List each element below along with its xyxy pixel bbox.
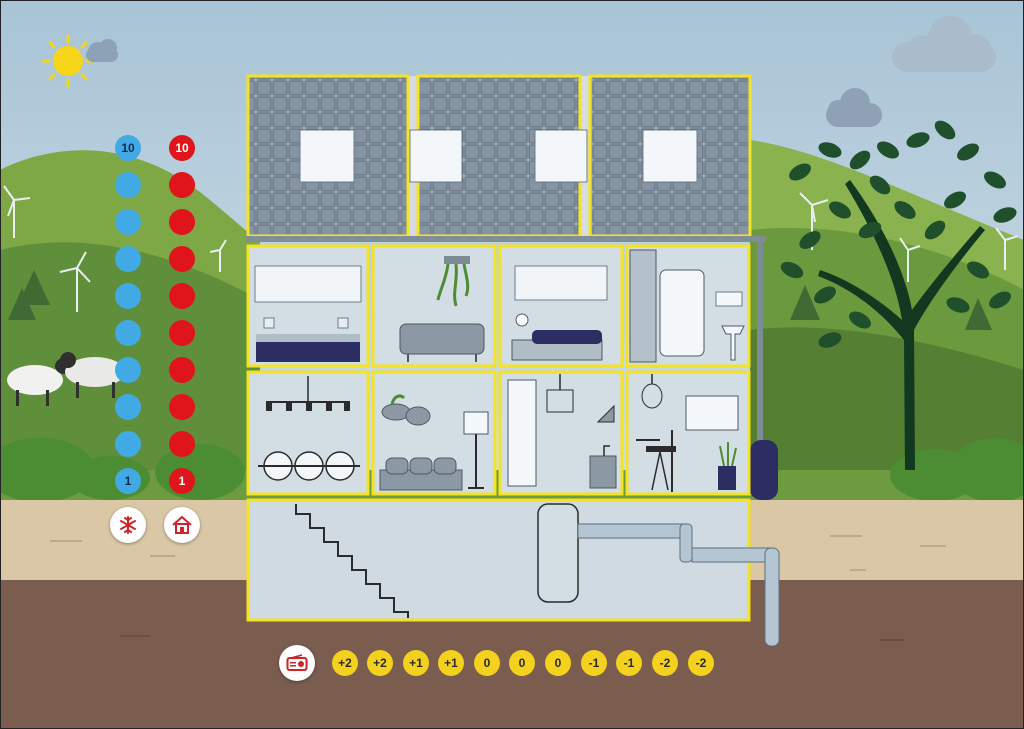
room-study[interactable] bbox=[625, 370, 751, 496]
cloud-icon bbox=[826, 88, 882, 127]
snowflake-icon bbox=[120, 516, 136, 534]
score-chip[interactable]: -1 bbox=[616, 650, 642, 676]
cloud-icon bbox=[892, 16, 996, 72]
room-guest-bedroom[interactable] bbox=[498, 244, 624, 368]
cold-level-9[interactable] bbox=[115, 172, 141, 198]
wind-turbine-icon bbox=[899, 237, 921, 282]
cold-level-3[interactable] bbox=[115, 394, 141, 420]
cold-level-10[interactable]: 10 bbox=[115, 135, 141, 161]
room-bedroom[interactable] bbox=[246, 244, 370, 368]
score-chip[interactable]: 0 bbox=[545, 650, 571, 676]
tree-icon bbox=[780, 120, 1017, 470]
heat-level-8[interactable] bbox=[169, 209, 195, 235]
score-chip[interactable]: +1 bbox=[403, 650, 429, 676]
cooling-button[interactable] bbox=[110, 507, 146, 543]
room-basement[interactable] bbox=[246, 498, 751, 622]
score-chip[interactable]: +1 bbox=[438, 650, 464, 676]
heat-level-3[interactable] bbox=[169, 394, 195, 420]
heat-pump-pipe bbox=[679, 523, 780, 647]
soil-marks bbox=[120, 635, 904, 641]
wind-turbine-icon bbox=[209, 239, 227, 272]
cold-level-4[interactable] bbox=[115, 357, 141, 383]
room-living-room[interactable] bbox=[371, 370, 497, 496]
downpipe bbox=[757, 238, 763, 448]
cloud-icon bbox=[86, 39, 118, 62]
heat-level-6[interactable] bbox=[169, 283, 195, 309]
heat-level-4[interactable] bbox=[169, 357, 195, 383]
room-kitchen[interactable] bbox=[498, 370, 624, 496]
cold-level-1[interactable]: 1 bbox=[115, 468, 141, 494]
heat-level-9[interactable] bbox=[169, 172, 195, 198]
cold-level-7[interactable] bbox=[115, 246, 141, 272]
score-chip[interactable]: 0 bbox=[474, 650, 500, 676]
cold-level-8[interactable] bbox=[115, 209, 141, 235]
score-chip[interactable]: 0 bbox=[509, 650, 535, 676]
score-chip[interactable]: +2 bbox=[367, 650, 393, 676]
wind-turbine-icon bbox=[3, 185, 31, 238]
score-chip[interactable]: -2 bbox=[652, 650, 678, 676]
house-icon bbox=[172, 516, 192, 534]
heating-button[interactable] bbox=[164, 507, 200, 543]
room-bathroom[interactable] bbox=[371, 244, 497, 368]
solar-panel[interactable] bbox=[409, 74, 588, 238]
score-chip[interactable]: +2 bbox=[332, 650, 358, 676]
wind-turbine-icon bbox=[995, 227, 1019, 270]
radio-icon bbox=[286, 654, 308, 671]
heat-level-2[interactable] bbox=[169, 431, 195, 457]
pine-trees bbox=[8, 270, 992, 330]
gutter bbox=[246, 236, 766, 242]
water-butt bbox=[750, 440, 778, 500]
cold-level-5[interactable] bbox=[115, 320, 141, 346]
soil-marks bbox=[50, 535, 946, 571]
bushes bbox=[0, 438, 1024, 502]
sun-icon bbox=[41, 34, 95, 88]
hanging-plant-icon bbox=[436, 256, 470, 307]
room-shower-room[interactable] bbox=[625, 244, 751, 368]
cold-level-2[interactable] bbox=[115, 431, 141, 457]
solar-panel[interactable] bbox=[588, 74, 752, 238]
heat-level-1[interactable]: 1 bbox=[169, 468, 195, 494]
sheep-icon bbox=[60, 352, 125, 398]
room-dining-room[interactable] bbox=[246, 370, 370, 496]
heat-level-10[interactable]: 10 bbox=[169, 135, 195, 161]
heat-level-7[interactable] bbox=[169, 246, 195, 272]
cold-level-6[interactable] bbox=[115, 283, 141, 309]
score-chip[interactable]: -1 bbox=[581, 650, 607, 676]
roof bbox=[246, 74, 752, 238]
heat-level-5[interactable] bbox=[169, 320, 195, 346]
score-chip[interactable]: -2 bbox=[688, 650, 714, 676]
energy-meter-button[interactable] bbox=[279, 645, 315, 681]
solar-panel[interactable] bbox=[246, 74, 410, 238]
wind-turbine-icon bbox=[59, 251, 91, 312]
